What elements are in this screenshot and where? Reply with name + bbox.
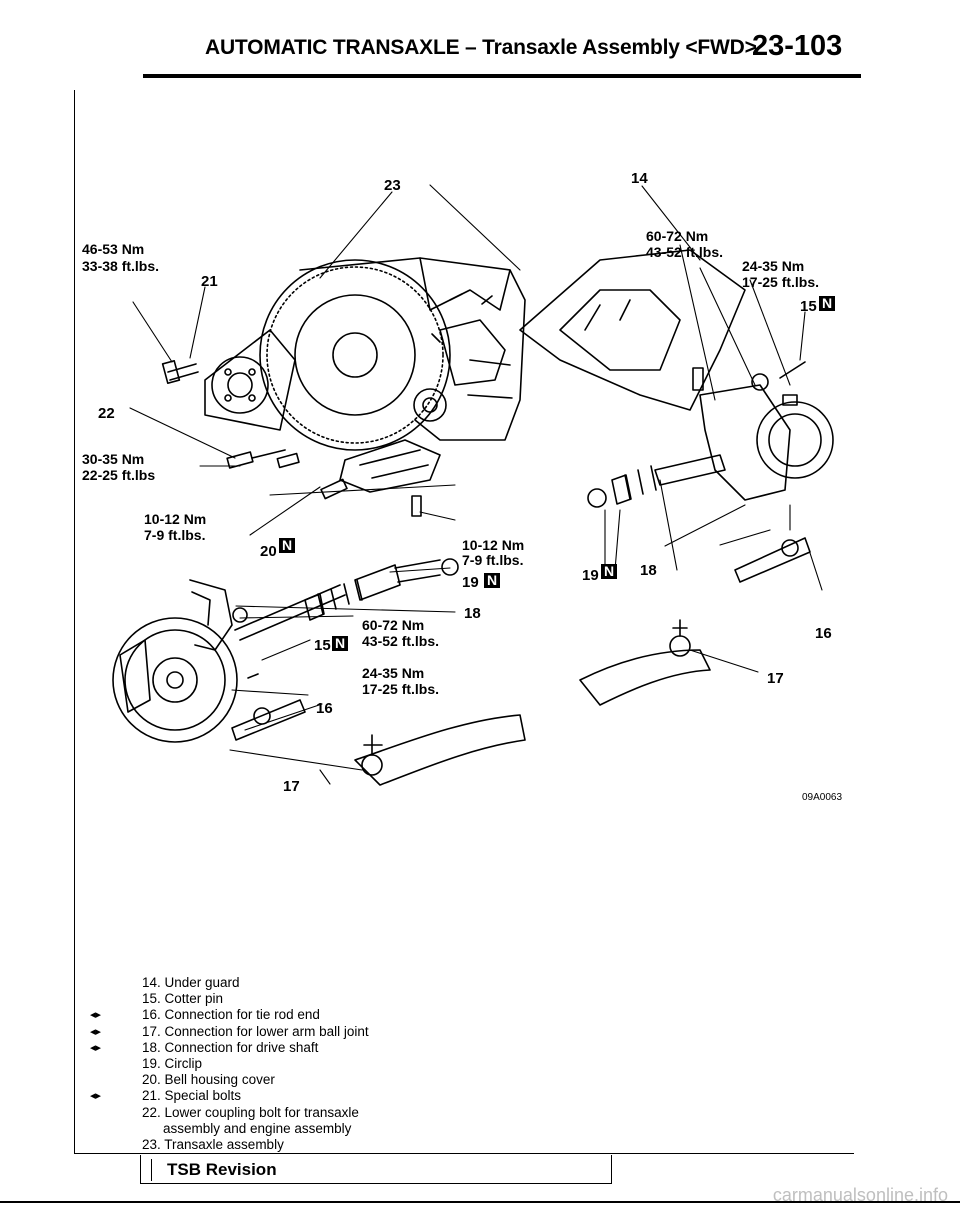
torque-21-nm: 46-53 Nm [82,241,144,257]
n-badge: N [279,537,295,553]
callout-18-left: 18 [464,605,481,622]
torque-21-ft: 33-38 ft.lbs. [82,258,159,274]
callout-15-left: 15 [314,637,331,654]
footer-rule [0,1201,960,1203]
removal-marker-icon: ◂▸ [90,1041,102,1054]
right-tie-rod-end [734,537,811,583]
callout-19-left: 19 [462,574,479,591]
left-drive-shaft [234,558,459,641]
torque-tie-nm: 24-35 Nm [362,665,424,681]
n-badge: N [484,572,500,588]
legend-item-19: 19. Circlip [142,1055,203,1071]
callout-17-left: 17 [283,778,300,795]
special-bolts-plate [161,329,296,431]
removal-marker-icon: ◂▸ [90,1025,102,1038]
legend-item-23: 23. Transaxle assembly [142,1136,284,1152]
under-guard [519,249,746,411]
legend-item-20: 20. Bell housing cover [142,1072,275,1088]
legend-item-14: 14. Under guard [142,975,240,990]
right-lower-arm [579,619,711,706]
callout-16-right: 16 [815,625,832,642]
svg-text:N: N [604,563,614,579]
right-hub-knuckle [699,361,834,501]
n-badge: N [601,563,617,579]
header-rule [143,74,861,78]
removal-marker-icon: ◂▸ [90,1009,102,1022]
torque-right-tie-ft: 17-25 ft.lbs. [742,274,819,290]
torque-20-nm: 10-12 Nm [144,511,206,527]
svg-text:N: N [282,537,292,553]
exploded-assembly-diagram: 14 23 21 22 20 19 18 15 16 17 15 19 18 1… [82,170,842,803]
callout-20: 20 [260,543,277,560]
callout-23: 23 [384,177,401,194]
callout-22: 22 [98,405,115,422]
torque-22-nm: 30-35 Nm [82,451,144,467]
callout-15-right: 15 [800,298,817,315]
left-margin-rule [74,90,75,1154]
callout-14: 14 [631,170,648,187]
torque-tie-ft: 17-25 ft.lbs. [362,681,439,697]
page-title: AUTOMATIC TRANSAXLE – Transaxle Assembly… [205,36,757,59]
callout-16-left: 16 [316,700,333,717]
callout-19-right: 19 [582,567,599,584]
n-badges: N N N N N [279,295,835,651]
bottom-rule [74,1153,854,1154]
transaxle-assembly [259,257,526,451]
parts-legend: 14. Under guard 15. Cotter pin ◂▸ 16. Co… [90,975,490,1153]
bell-housing-cover [339,439,441,517]
left-lower-arm [354,714,526,786]
leader-lines [129,184,823,785]
n-badge: N [332,635,348,651]
svg-text:N: N [487,572,497,588]
svg-text:N: N [335,635,345,651]
torque-22-ft: 22-25 ft.lbs [82,467,155,483]
page-number: 23-103 [752,30,843,62]
removal-marker-icon: ◂▸ [90,1090,102,1103]
torque-drive-nm: 60-72 Nm [362,617,424,633]
legend-item-16: ◂▸ 16. Connection for tie rod end [90,1007,320,1023]
callout-18-right: 18 [640,562,657,579]
page-header: AUTOMATIC TRANSAXLE – Transaxle Assembly… [0,0,960,80]
left-tie-rod-end [231,673,306,741]
legend-item-18: ◂▸ 18. Connection for drive shaft [90,1039,319,1055]
n-badge: N [819,295,835,311]
right-drive-shaft [587,454,726,508]
tsb-revision-label: TSB Revision [167,1160,277,1179]
torque-right-tie-nm: 24-35 Nm [742,258,804,274]
callout-17-right: 17 [767,670,784,687]
torque-cover-nm: 10-12 Nm [462,537,524,553]
svg-text:N: N [822,295,832,311]
legend-item-22: 22. Lower coupling bolt for transaxle [142,1104,359,1120]
torque-drive-ft: 43-52 ft.lbs. [362,633,439,649]
torque-right-drive-nm: 60-72 Nm [646,228,708,244]
legend-item-22-continued: assembly and engine assembly [163,1120,352,1136]
left-hub-knuckle [112,579,248,743]
lower-coupling-bolts [226,449,348,500]
torque-right-drive-ft: 43-52 ft.lbs. [646,244,723,260]
torque-20-ft: 7-9 ft.lbs. [144,527,205,543]
legend-item-21: ◂▸ 21. Special bolts [90,1088,242,1104]
legend-item-17: ◂▸ 17. Connection for lower arm ball joi… [90,1023,369,1039]
footer-credit: carmanualsonline.info [772,1185,948,1205]
torque-cover-ft: 7-9 ft.lbs. [462,552,523,568]
figure-code: 09A0063 [802,792,842,803]
legend-item-15: 15. Cotter pin [142,991,224,1007]
callout-21: 21 [201,273,218,290]
tsb-revision-box: TSB Revision [140,1155,612,1184]
